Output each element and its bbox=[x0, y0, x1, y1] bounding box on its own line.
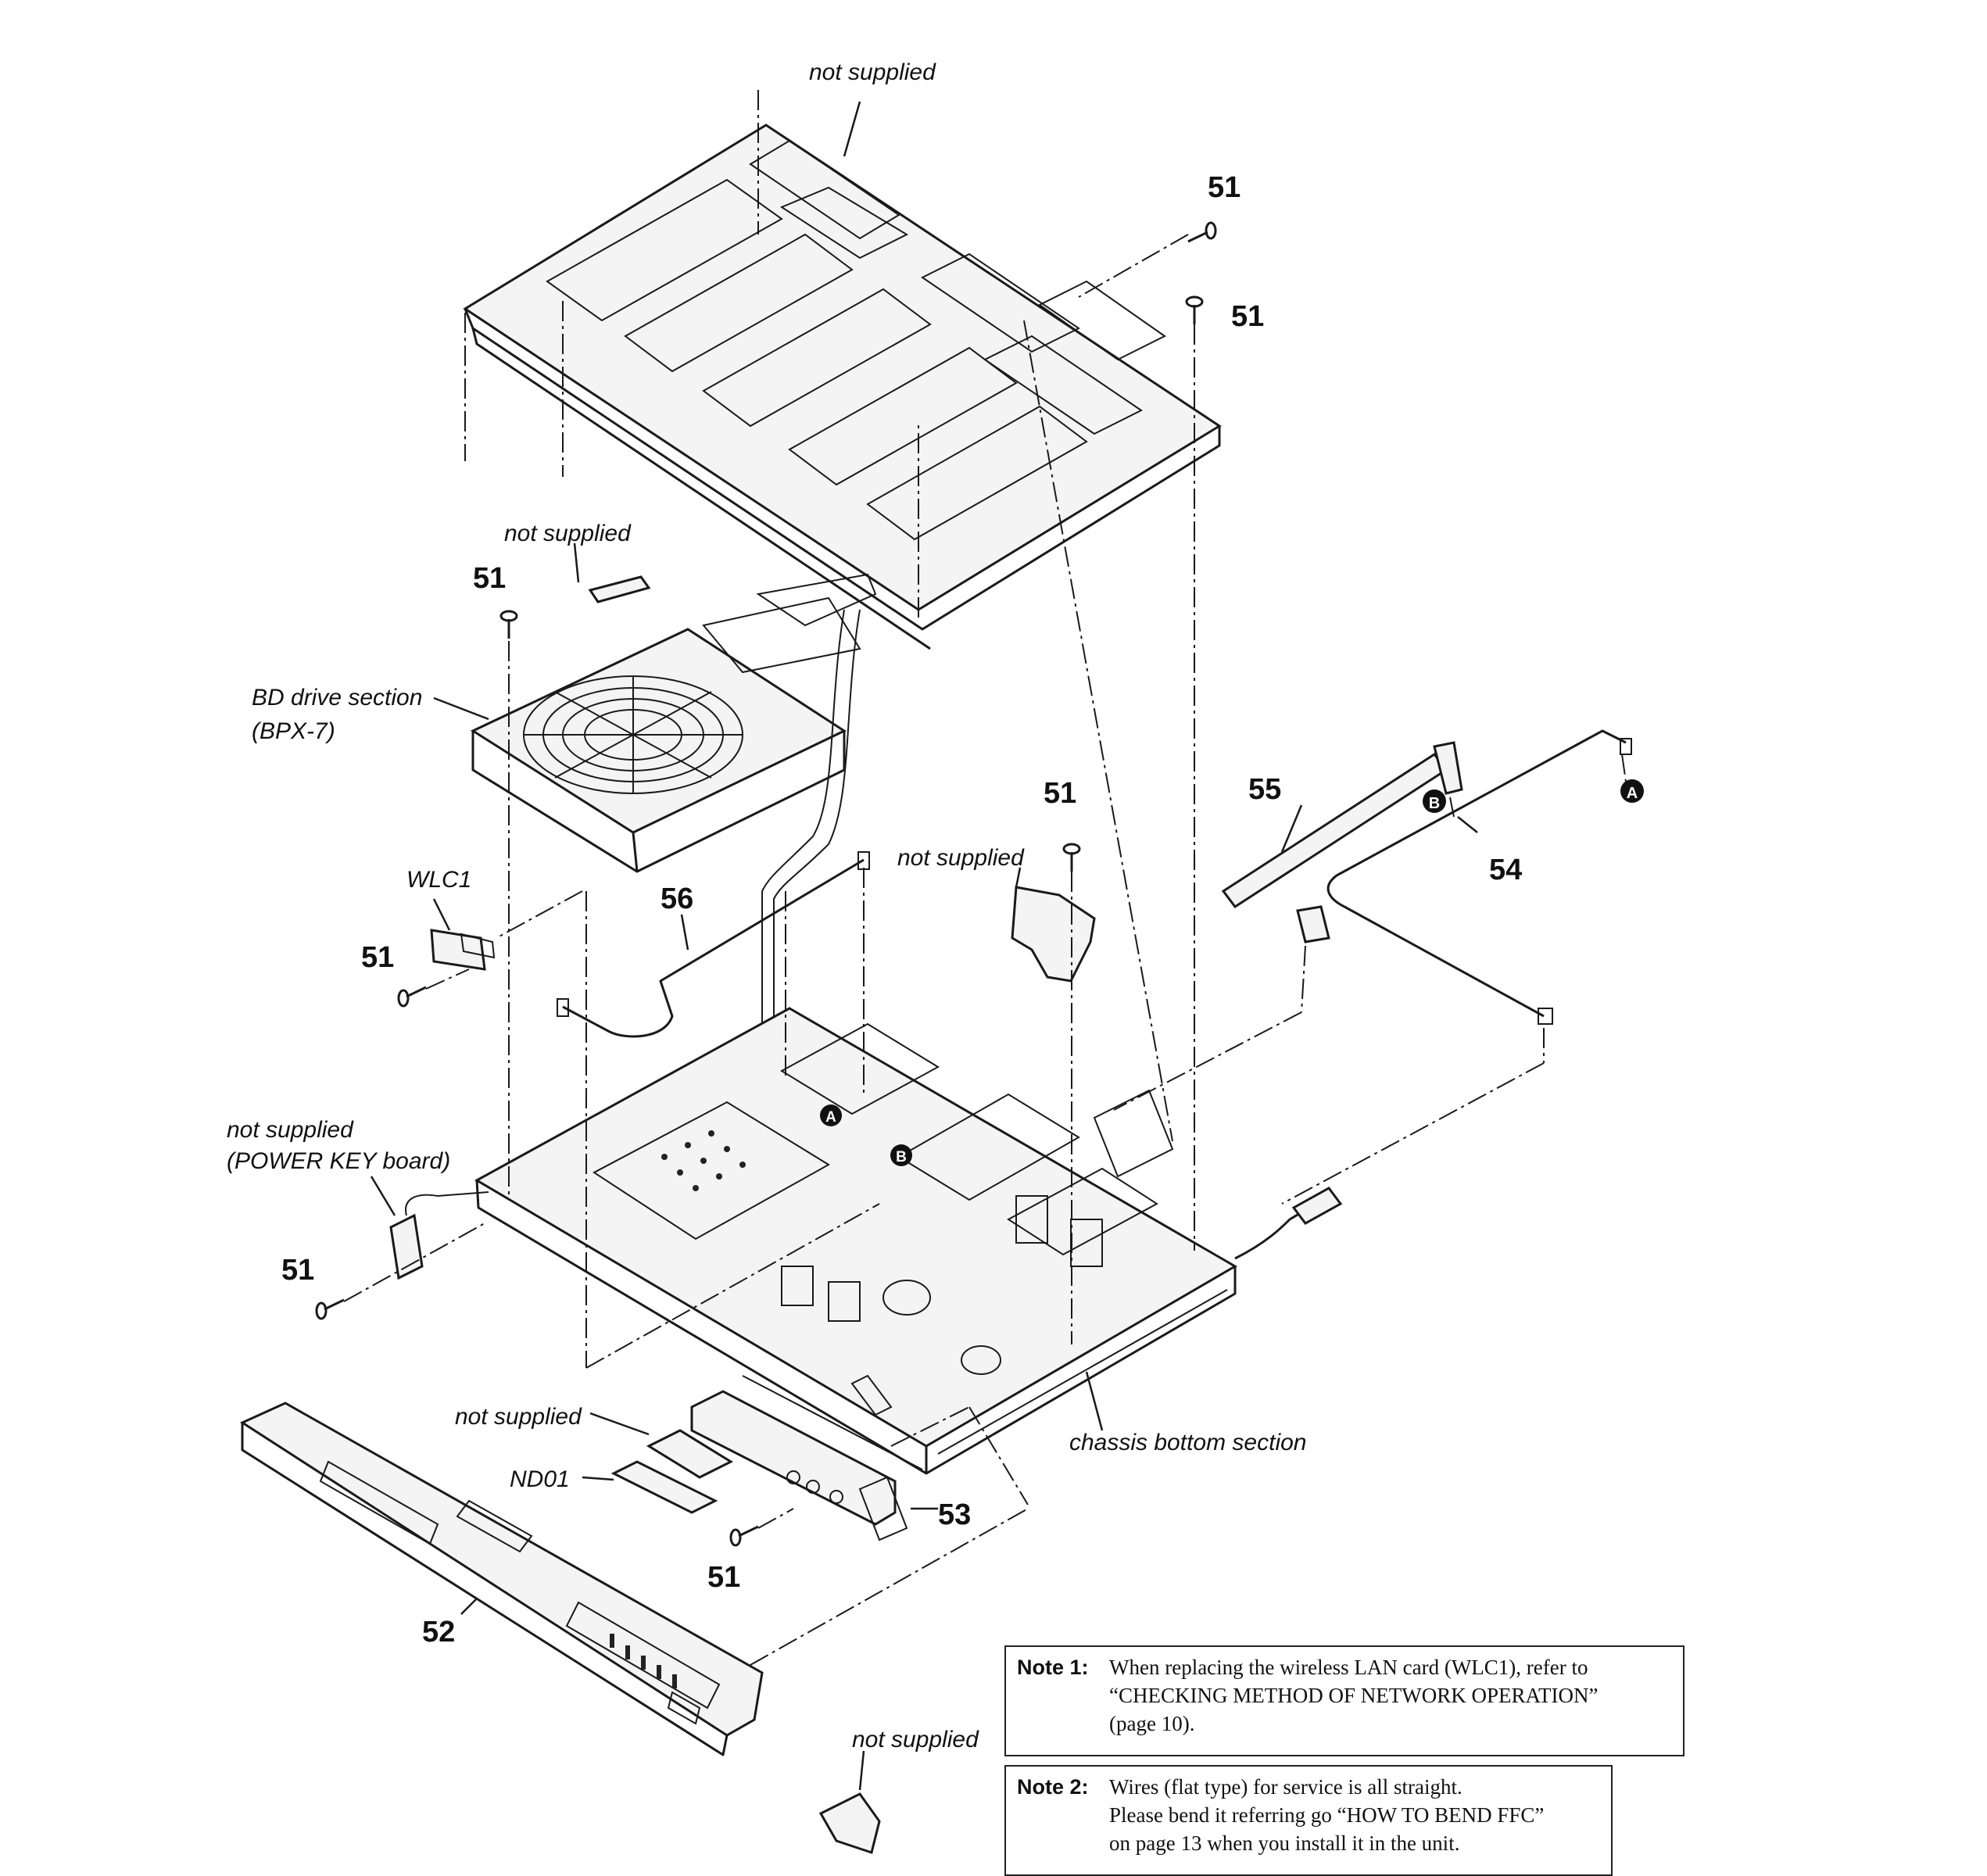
board-53 bbox=[690, 1374, 908, 1541]
marker-b-text: B bbox=[1429, 795, 1440, 812]
top-cover bbox=[463, 124, 1222, 650]
note-1: Note 1: When replacing the wireless LAN … bbox=[1004, 1645, 1684, 1756]
label-not-supplied-front: not supplied bbox=[455, 1404, 582, 1430]
label-not-supplied-top: not supplied bbox=[809, 59, 936, 85]
part-number-53: 53 bbox=[938, 1498, 971, 1531]
part-number-54: 54 bbox=[1489, 854, 1522, 886]
marker-b-chassis: B bbox=[890, 1144, 912, 1166]
nd01-display bbox=[610, 1460, 718, 1514]
note-1-line-1: When replacing the wireless LAN card (WL… bbox=[1109, 1656, 1588, 1679]
wlc1-card bbox=[430, 929, 496, 971]
ffc-55 bbox=[1221, 741, 1463, 1013]
part-number-51: 51 bbox=[361, 941, 394, 974]
label-bd-drive: BD drive section bbox=[252, 685, 422, 711]
marker-b-chassis-text: B bbox=[896, 1149, 907, 1165]
wire-54 bbox=[1326, 729, 1627, 1018]
marker-a-chassis-text: A bbox=[825, 1109, 836, 1126]
label-bd-drive-code: (BPX-7) bbox=[252, 718, 335, 744]
label-not-supplied-bd: not supplied bbox=[504, 521, 632, 546]
marker-a-text: A bbox=[1627, 785, 1638, 802]
marker-a-chassis: A bbox=[820, 1104, 842, 1126]
label-not-supplied-power: not supplied bbox=[227, 1117, 354, 1143]
note-1-line-3: (page 10). bbox=[1109, 1712, 1195, 1735]
bracket bbox=[1011, 886, 1096, 983]
part-number-51: 51 bbox=[473, 562, 506, 595]
part-number-51: 51 bbox=[1208, 171, 1241, 204]
note-2-line-3: on page 13 when you install it in the un… bbox=[1109, 1831, 1460, 1855]
label-power-key-board: (POWER KEY board) bbox=[227, 1148, 450, 1174]
note-1-line-2: “CHECKING METHOD OF NETWORK OPERATION” bbox=[1109, 1684, 1599, 1707]
chassis-bottom bbox=[474, 1007, 1237, 1475]
label-not-supplied-bracket: not supplied bbox=[897, 845, 1025, 871]
marker-b-top: B bbox=[1423, 789, 1446, 813]
note-2-label: Note 2: bbox=[1017, 1775, 1089, 1799]
bd-drive-section bbox=[470, 573, 877, 1087]
front-panel-52 bbox=[239, 1402, 764, 1756]
part-number-51: 51 bbox=[281, 1254, 314, 1287]
note-2-line-1: Wires (flat type) for service is all str… bbox=[1109, 1775, 1463, 1799]
label-wlc1: WLC1 bbox=[406, 867, 471, 893]
marker-a-top: A bbox=[1620, 779, 1644, 803]
wire-56 bbox=[562, 858, 865, 1038]
part-number-52: 52 bbox=[422, 1616, 455, 1649]
part-number-55: 55 bbox=[1248, 773, 1281, 806]
part-number-51: 51 bbox=[1231, 300, 1264, 333]
leader-lines bbox=[370, 101, 1478, 1791]
note-1-label: Note 1: bbox=[1017, 1656, 1089, 1679]
note-2: Note 2: Wires (flat type) for service is… bbox=[1004, 1765, 1613, 1876]
front-board bbox=[646, 1429, 734, 1479]
power-cord bbox=[1234, 1194, 1330, 1260]
note-2-line-2: Please bend it referring go “HOW TO BEND… bbox=[1109, 1803, 1545, 1827]
part-number-51: 51 bbox=[1044, 777, 1076, 810]
bd-tab bbox=[588, 575, 651, 603]
power-key-board bbox=[389, 1213, 424, 1280]
part-number-51: 51 bbox=[707, 1561, 740, 1594]
guide-lines bbox=[343, 90, 1627, 1666]
part-number-56: 56 bbox=[661, 883, 693, 915]
end-cap bbox=[818, 1792, 881, 1854]
label-nd01: ND01 bbox=[510, 1466, 570, 1492]
label-not-supplied-cap: not supplied bbox=[852, 1727, 979, 1752]
label-chassis-bottom: chassis bottom section bbox=[1069, 1430, 1306, 1455]
screws bbox=[315, 221, 1217, 1547]
